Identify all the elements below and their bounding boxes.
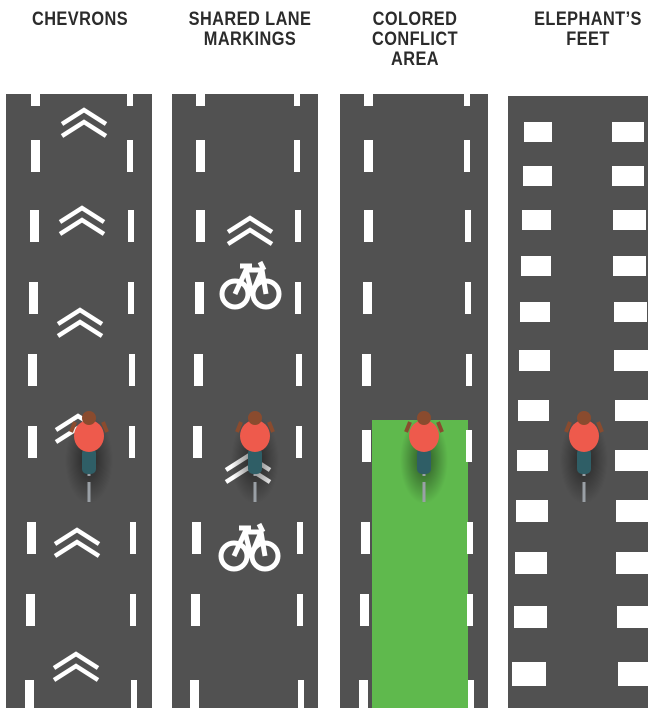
lane-chevrons [6,94,152,708]
cyclist-icon [65,411,113,504]
cyclist-icon [560,411,608,504]
cyclist-icon [400,411,448,504]
lane-shared-lane-markings [172,94,318,708]
lane-elephants-feet [508,96,648,708]
lane-colored-conflict-area [340,94,488,708]
cyclist-icon [231,411,279,504]
